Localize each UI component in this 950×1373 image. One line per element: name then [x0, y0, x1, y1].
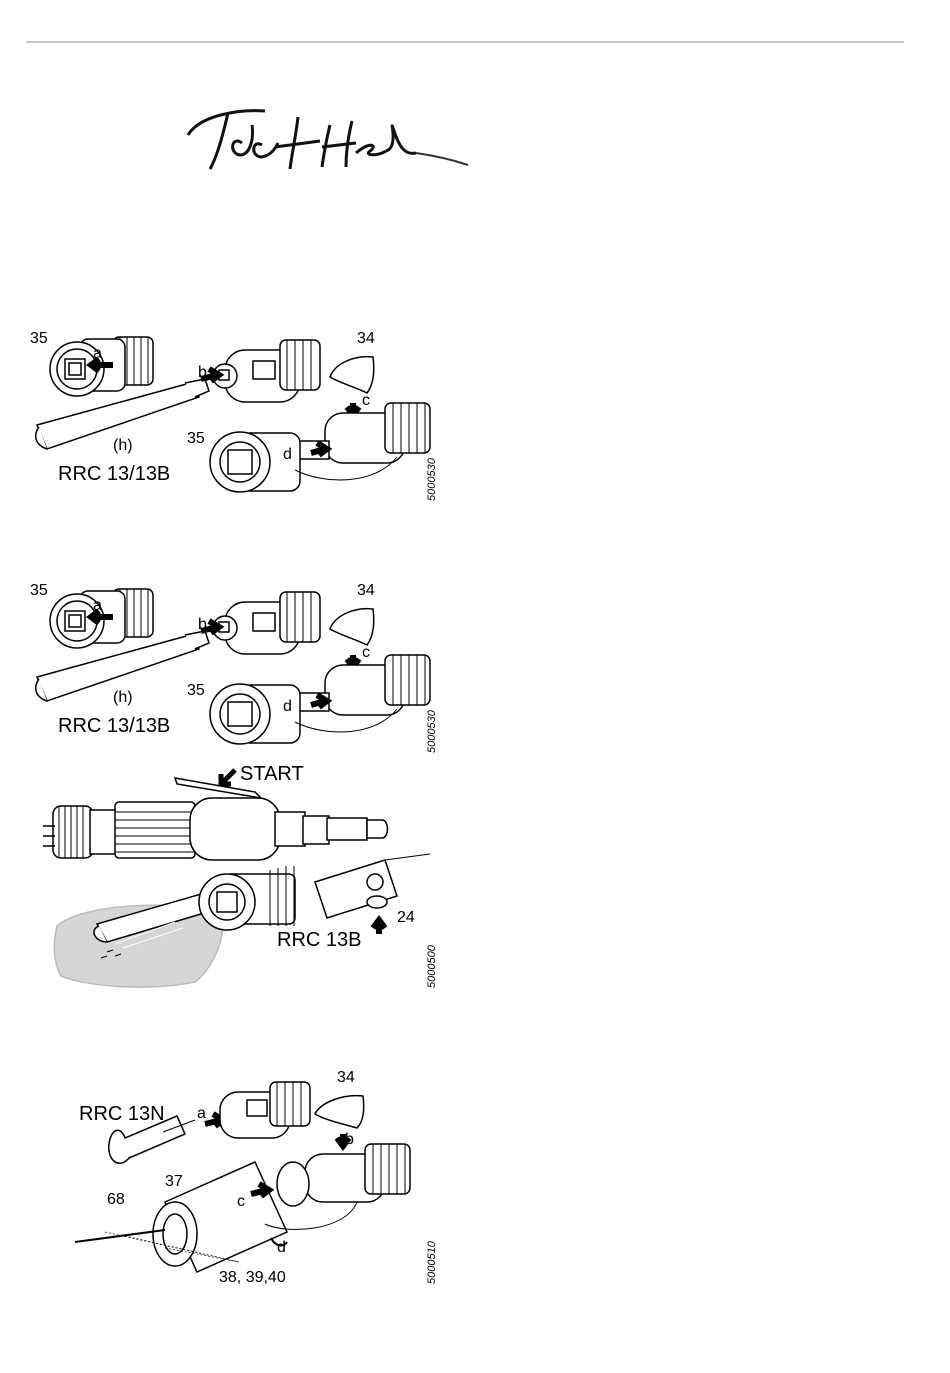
- label-35: 35: [30, 582, 48, 599]
- model-label: RRC 13/13B: [58, 463, 170, 485]
- figure-1: 35 a b 34 c 35 (h) d RRC 13/13B 5000530: [25, 325, 445, 510]
- figure-2: 35 a b 34 c 35 (h) d RRC 13/13B 5000530: [25, 577, 445, 762]
- model-label: RRC 13/13B: [58, 715, 170, 737]
- label-35b: 35: [187, 682, 205, 699]
- label-b: b: [345, 1131, 354, 1148]
- label-35b: 35: [187, 430, 205, 447]
- label-a: a: [197, 1105, 206, 1122]
- label-35: 35: [30, 330, 48, 347]
- label-h: (h): [113, 689, 133, 706]
- model-label: RRC 13B: [277, 929, 361, 951]
- label-h: (h): [113, 437, 133, 454]
- label-34: 34: [337, 1069, 355, 1086]
- header-rule: [26, 41, 904, 43]
- label-d: d: [283, 698, 292, 715]
- figure-code: 5000530: [426, 709, 438, 753]
- figure-1-drawing: 35 a b 34 c 35 (h) d RRC 13/13B 5000530: [25, 325, 445, 510]
- label-a: a: [93, 597, 102, 614]
- label-d: d: [283, 446, 292, 463]
- label-34: 34: [357, 330, 375, 347]
- label-b: b: [198, 616, 207, 633]
- figure-3: START 24 RRC 13B 5000500: [25, 762, 445, 992]
- label-c: c: [237, 1193, 245, 1210]
- label-68: 68: [107, 1191, 125, 1208]
- signature: [180, 95, 470, 175]
- figure-2-drawing: 35 a b 34 c 35 (h) d RRC 13/13B 5000530: [25, 577, 445, 762]
- start-label: START: [240, 763, 304, 785]
- label-c: c: [362, 392, 370, 409]
- label-34: 34: [357, 582, 375, 599]
- label-b: b: [198, 364, 207, 381]
- figure-4: RRC 13N a 34 b 37 68 c d 38, 39,40 50005…: [25, 1062, 445, 1287]
- label-d: d: [277, 1239, 286, 1256]
- label-37: 37: [165, 1173, 183, 1190]
- signature-drawing: [180, 95, 470, 175]
- label-c: c: [362, 644, 370, 661]
- figure-code: 5000530: [426, 457, 438, 501]
- model-label: RRC 13N: [79, 1103, 165, 1125]
- figure-code: 5000510: [426, 1240, 438, 1284]
- figure-4-drawing: RRC 13N a 34 b 37 68 c d 38, 39,40 50005…: [25, 1062, 445, 1287]
- label-a: a: [93, 345, 102, 362]
- figure-3-drawing: START 24 RRC 13B 5000500: [25, 762, 445, 992]
- figure-code: 5000500: [426, 944, 438, 988]
- label-38-39-40: 38, 39,40: [219, 1269, 286, 1286]
- label-24: 24: [397, 909, 415, 926]
